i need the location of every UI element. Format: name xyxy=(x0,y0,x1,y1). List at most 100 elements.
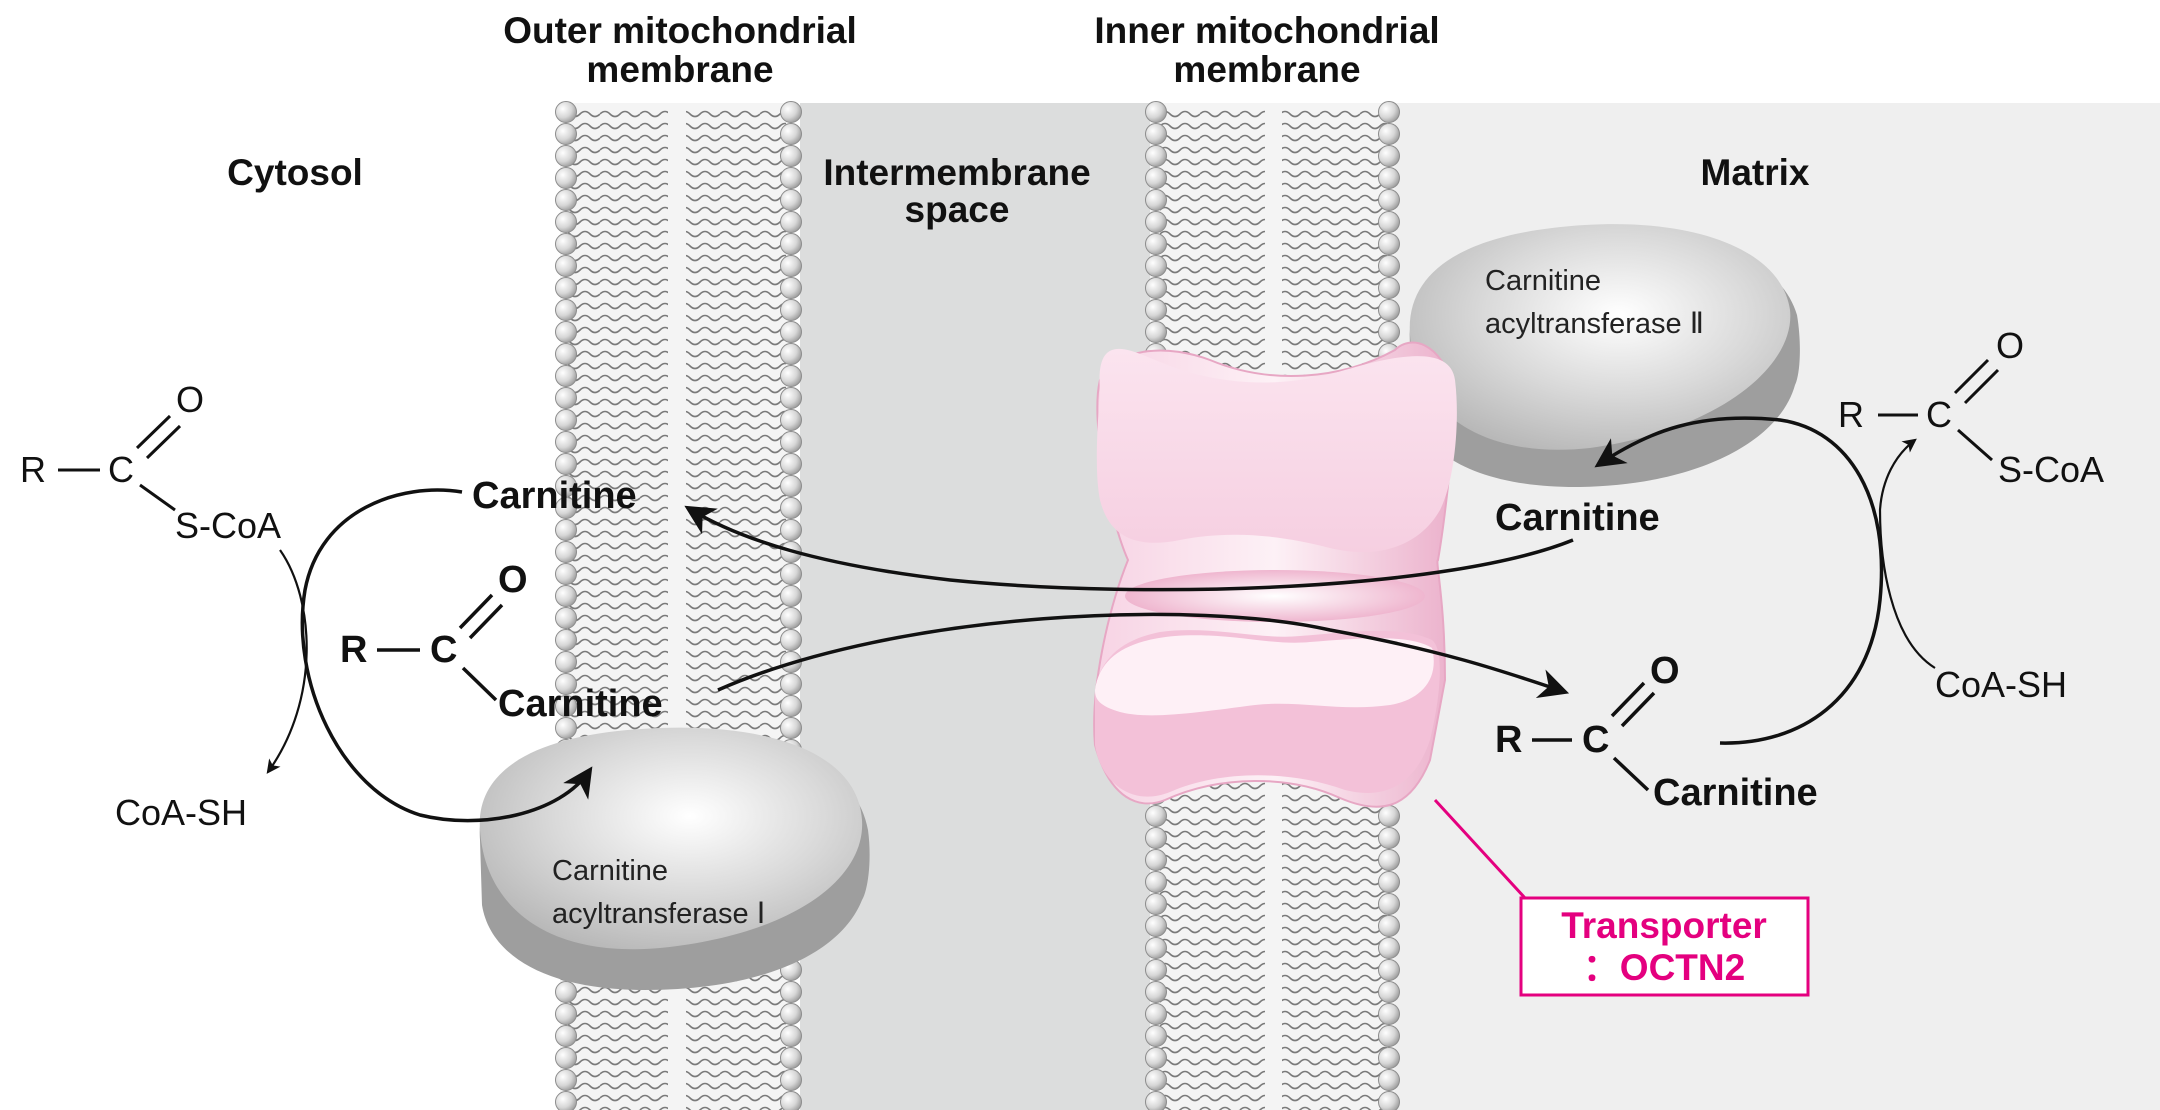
lipid-head xyxy=(780,211,802,233)
lipid-head xyxy=(1378,1091,1400,1110)
lipid-head xyxy=(780,1069,802,1091)
arrow-acylcarnitine-import xyxy=(717,612,1570,698)
coash-matrix: CoA-SH xyxy=(1935,664,2067,705)
lipid-head xyxy=(555,585,577,607)
outer-membrane-label-line1: Outer mitochondrial xyxy=(503,10,857,51)
lipid-head xyxy=(780,1047,802,1069)
lipid-head xyxy=(780,365,802,387)
acyl-coa-c: C xyxy=(108,449,134,490)
acylcarnitine-o: O xyxy=(498,559,528,601)
lipid-head xyxy=(555,475,577,497)
lipid-head xyxy=(1145,893,1167,915)
arrow-matrix-loop xyxy=(1594,416,1884,745)
lipid-head xyxy=(555,673,577,695)
lipid-head xyxy=(555,629,577,651)
lipid-head xyxy=(780,563,802,585)
carnitine-cytosol: Carnitine xyxy=(472,475,637,517)
lipid-head xyxy=(1378,101,1400,123)
lipid-head xyxy=(1378,167,1400,189)
lipid-head xyxy=(1145,189,1167,211)
lipid-head xyxy=(555,343,577,365)
matrix-acylcarnitine-r: R xyxy=(1495,719,1522,761)
lipid-head xyxy=(1378,189,1400,211)
inner-membrane-label-line1: Inner mitochondrial xyxy=(1094,10,1439,51)
lipid-head xyxy=(780,1003,802,1025)
lipid-head xyxy=(555,607,577,629)
lipid-head xyxy=(1145,233,1167,255)
cat1-label-line2: acyltransferase Ⅰ xyxy=(552,898,765,930)
lipid-head xyxy=(1378,805,1400,827)
lipid-head xyxy=(1145,849,1167,871)
lipid-head xyxy=(780,695,802,717)
lipid-head xyxy=(555,519,577,541)
lipid-head xyxy=(780,167,802,189)
intermembrane-label-line2: space xyxy=(905,189,1010,230)
lipid-head xyxy=(555,321,577,343)
lipid-head xyxy=(1378,981,1400,1003)
acyl-coa-cytosol: R C O S-CoA xyxy=(20,379,281,546)
lipid-head xyxy=(780,1091,802,1110)
carnitine-acyltransferase-2: Carnitine acyltransferase Ⅱ xyxy=(1409,224,1800,488)
lipid-head xyxy=(1145,101,1167,123)
matrix-acyl-coa-scoa: S-CoA xyxy=(1998,449,2104,490)
lipid-head xyxy=(1145,167,1167,189)
lipid-head xyxy=(1145,211,1167,233)
transporter-label-line2: ：OCTN2 xyxy=(1583,947,1745,988)
lipid-head xyxy=(555,1003,577,1025)
lipid-head xyxy=(555,387,577,409)
lipid-head xyxy=(1145,937,1167,959)
lipid-head xyxy=(780,321,802,343)
lipid-head xyxy=(1145,255,1167,277)
lipid-head xyxy=(780,629,802,651)
lipid-head xyxy=(555,145,577,167)
lipid-head xyxy=(555,409,577,431)
arrow-acyl-coa-to-coash xyxy=(266,549,308,774)
lipid-head xyxy=(555,497,577,519)
outer-membrane-label-line2: membrane xyxy=(586,49,773,90)
lipid-head xyxy=(780,673,802,695)
lipid-head xyxy=(780,145,802,167)
lipid-head xyxy=(555,167,577,189)
carnitine-matrix: Carnitine xyxy=(1495,497,1660,539)
acylcarnitine-cytosol: R C O Carnitine xyxy=(340,559,663,725)
lipid-head xyxy=(1145,1069,1167,1091)
acylcarnitine-r: R xyxy=(340,629,367,671)
lipid-head xyxy=(1378,321,1400,343)
lipid-head xyxy=(780,101,802,123)
lipid-head xyxy=(780,277,802,299)
lipid-head xyxy=(1378,1069,1400,1091)
inner-membrane-label-line2: membrane xyxy=(1173,49,1360,90)
reaction-arrows xyxy=(266,416,1936,823)
lipid-head xyxy=(1378,145,1400,167)
lipid-head xyxy=(1145,959,1167,981)
lipid-head xyxy=(555,277,577,299)
transporter-callout-box xyxy=(1519,896,1810,997)
transporter-label-line1: Transporter xyxy=(1561,905,1767,946)
acyl-coa-matrix: R C O S-CoA xyxy=(1838,325,2104,490)
lipid-head xyxy=(780,453,802,475)
carnitine-acyltransferase-1: Carnitine acyltransferase Ⅰ xyxy=(479,727,870,990)
lipid-head xyxy=(555,1069,577,1091)
lipid-head xyxy=(780,981,802,1003)
lipid-head xyxy=(780,1025,802,1047)
lipid-head xyxy=(1145,1025,1167,1047)
lipid-head xyxy=(780,475,802,497)
lipid-head xyxy=(780,343,802,365)
lipid-head xyxy=(1145,145,1167,167)
lipid-head xyxy=(1378,1003,1400,1025)
lipid-head xyxy=(555,1091,577,1110)
lipid-head xyxy=(780,519,802,541)
lipid-head xyxy=(780,607,802,629)
cat2-label-line2: acyltransferase Ⅱ xyxy=(1485,308,1704,340)
acylcarnitine-c: C xyxy=(430,629,457,671)
lipid-head xyxy=(1378,123,1400,145)
acylcarnitine-matrix: R C O Carnitine xyxy=(1495,650,1818,814)
lipid-head xyxy=(555,299,577,321)
matrix-acylcarnitine-o: O xyxy=(1650,650,1680,692)
lipid-head xyxy=(1378,827,1400,849)
acyl-coa-scoa: S-CoA xyxy=(175,505,281,546)
lipid-head xyxy=(555,255,577,277)
arrow-carnitine-export xyxy=(684,505,1574,592)
lipid-head xyxy=(1145,1091,1167,1110)
